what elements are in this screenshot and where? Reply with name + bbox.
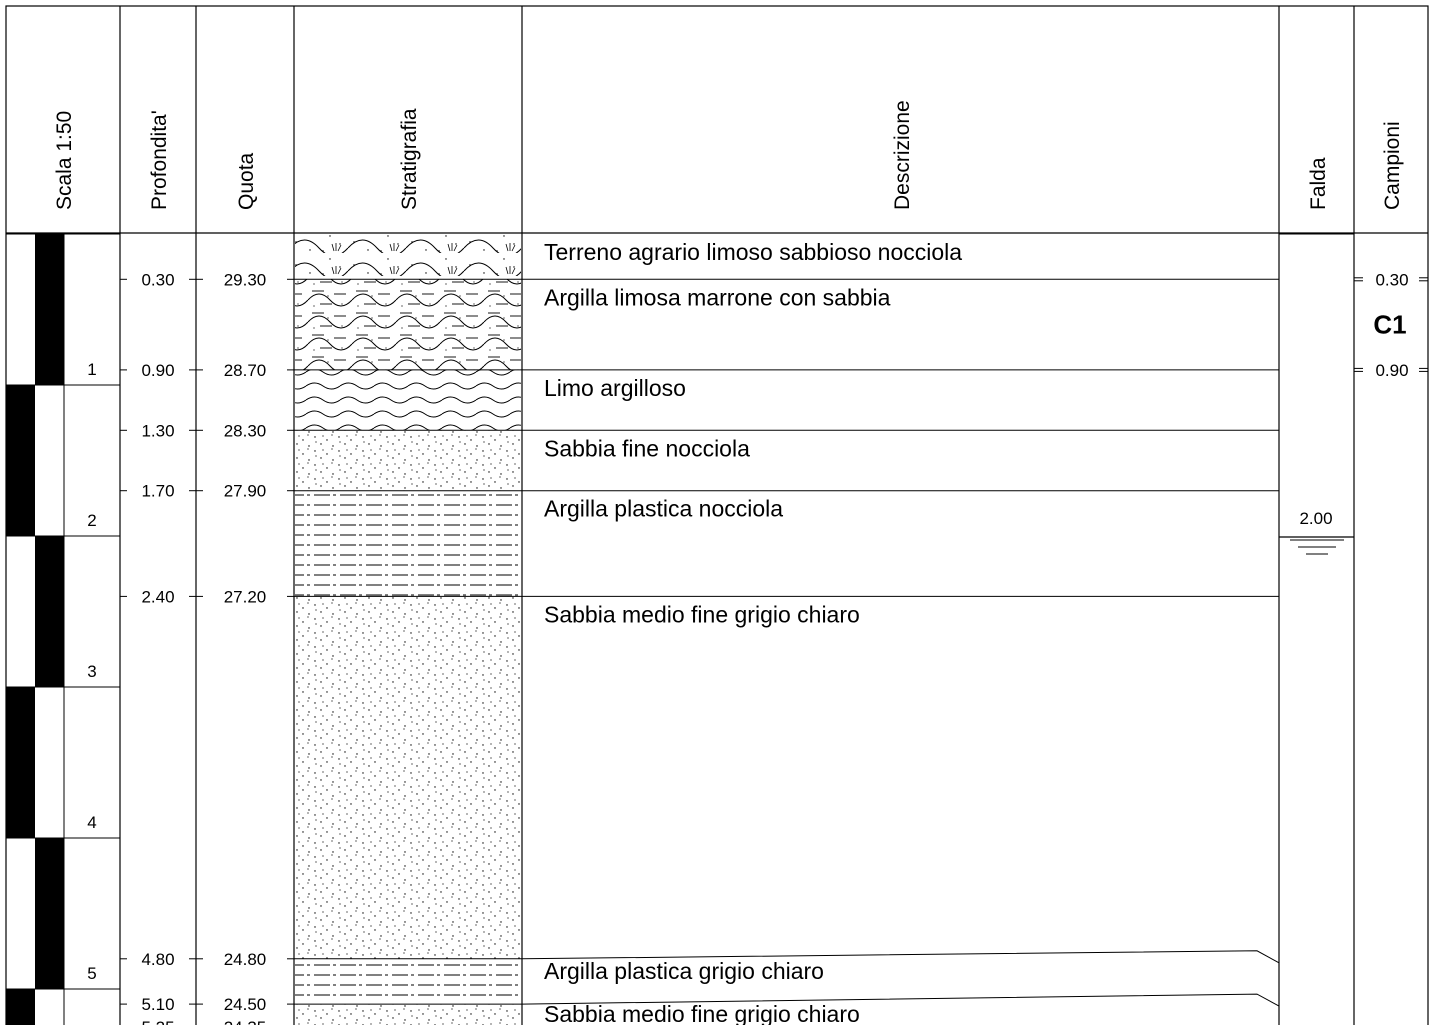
quota-label: 29.30 (224, 270, 267, 289)
header-stratigrafia: Stratigrafia (398, 108, 421, 210)
scale-label: 5 (87, 964, 96, 983)
depth-label: 5.10 (141, 995, 174, 1014)
strata-layer (295, 1004, 521, 1025)
header-descrizione: Descrizione (891, 100, 914, 210)
header-campioni: Campioni (1381, 121, 1404, 210)
quota-label: 27.90 (224, 482, 267, 501)
depth-label: 2.40 (141, 587, 174, 606)
scale-bar: 1 2 3 4 5 (6, 233, 120, 1025)
header-quota: Quota (235, 152, 258, 210)
layer-description: Sabbia medio fine grigio chiaro (544, 601, 860, 627)
strata-layer (295, 490, 521, 597)
depth-label: 0.90 (141, 361, 174, 380)
layer-description: Limo argilloso (544, 375, 686, 401)
scale-label: 4 (87, 813, 96, 832)
strata-layer (295, 234, 521, 280)
description-leader (521, 993, 1280, 1007)
layer-description: Argilla plastica nocciola (544, 496, 783, 522)
strata-layer (295, 369, 521, 431)
layer-description: Terreno agrario limoso sabbioso nocciola (544, 239, 962, 265)
scale-block (35, 838, 64, 989)
header-profondita: Profondita' (148, 110, 171, 210)
falda-label: 2.00 (1299, 509, 1332, 528)
quota-label: 24.80 (224, 950, 267, 969)
sample-depth-label: 0.90 (1375, 361, 1408, 380)
header-falda: Falda (1307, 157, 1330, 210)
layer-description: Argilla limosa marrone con sabbia (544, 284, 891, 310)
samples: 0.30 0.90 C1 (1354, 270, 1428, 380)
sample-name: C1 (1373, 310, 1406, 340)
stratigraphy-column (295, 234, 521, 1025)
quota-label: 28.70 (224, 361, 267, 380)
depth-label: 5.25 (141, 1018, 174, 1025)
water-table: 2.00 (1279, 233, 1354, 555)
scale-block (6, 385, 35, 536)
scale-block (6, 989, 35, 1025)
depth-label: 1.70 (141, 482, 174, 501)
strata-layer (295, 958, 521, 1005)
scale-label: 3 (87, 662, 96, 681)
scale-block (6, 687, 35, 838)
sample-depth-label: 0.30 (1375, 270, 1408, 289)
depth-label: 0.30 (141, 270, 174, 289)
scale-label: 2 (87, 511, 96, 530)
descriptions: Terreno agrario limoso sabbioso nocciola… (521, 239, 1280, 1025)
strata-layer (295, 430, 521, 491)
description-leader (521, 950, 1280, 964)
depth-labels: 0.30 29.30 0.90 28.70 1.30 28.30 1.70 27.90 2.40… (120, 270, 294, 1025)
quota-label: 28.30 (224, 421, 267, 440)
scale-label: 1 (87, 360, 96, 379)
scale-block (35, 536, 64, 687)
scale-block (35, 234, 64, 385)
depth-label: 4.80 (141, 950, 174, 969)
strata-layer (295, 279, 521, 370)
strata-layer (295, 596, 521, 959)
header-row: Scala 1:50 Profondita' Quota Stratigrafi… (53, 100, 1404, 210)
layer-description: Sabbia fine nocciola (544, 435, 750, 461)
layer-boundaries (294, 278, 522, 1005)
quota-label: 24.35 (224, 1018, 267, 1025)
depth-label: 1.30 (141, 421, 174, 440)
layer-description: Argilla plastica grigio chiaro (544, 958, 824, 984)
quota-label: 27.20 (224, 587, 267, 606)
header-scala: Scala 1:50 (53, 111, 76, 210)
layer-description: Sabbia medio fine grigio chiaro (544, 1001, 860, 1025)
quota-label: 24.50 (224, 995, 267, 1014)
table-frame (5, 5, 1429, 1025)
